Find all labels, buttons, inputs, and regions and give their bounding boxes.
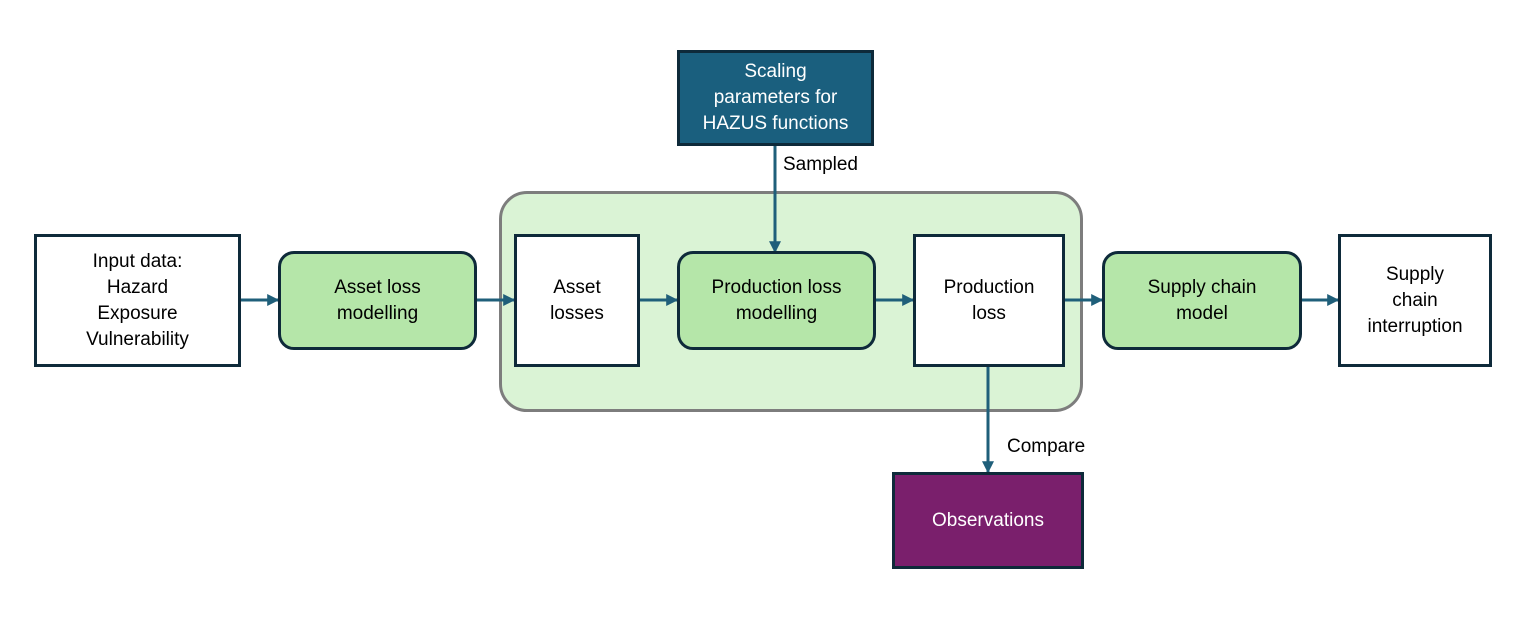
asset-loss-modelling-label: Asset loss modelling xyxy=(334,276,421,324)
scaling-parameters-label: Scaling parameters for HAZUS functions xyxy=(702,61,849,134)
production-loss-modelling-label: Production loss modelling xyxy=(711,276,842,324)
input-data-box: Input data: Hazard Exposure Vulnerabilit… xyxy=(34,234,241,367)
production-loss-label: Production loss xyxy=(943,276,1035,324)
observations-box: Observations xyxy=(892,472,1084,569)
observations-label: Observations xyxy=(932,509,1044,531)
supply-chain-model-box: Supply chain model xyxy=(1102,251,1302,350)
scaling-parameters-box: Scaling parameters for HAZUS functions xyxy=(677,50,874,146)
sampled-edge-label: Sampled xyxy=(783,154,858,175)
compare-edge-label: Compare xyxy=(1007,436,1086,457)
supply-chain-interruption-box: Supply chain interruption xyxy=(1338,234,1492,367)
asset-losses-box: Asset losses xyxy=(514,234,640,367)
asset-loss-modelling-box: Asset loss modelling xyxy=(278,251,477,350)
supply-chain-model-label: Supply chain model xyxy=(1147,276,1257,324)
input-data-label: Input data: Hazard Exposure Vulnerabilit… xyxy=(86,250,189,350)
asset-losses-label: Asset losses xyxy=(550,276,604,324)
production-loss-modelling-box: Production loss modelling xyxy=(677,251,876,350)
production-loss-box: Production loss xyxy=(913,234,1065,367)
supply-chain-interruption-label: Supply chain interruption xyxy=(1367,263,1463,337)
